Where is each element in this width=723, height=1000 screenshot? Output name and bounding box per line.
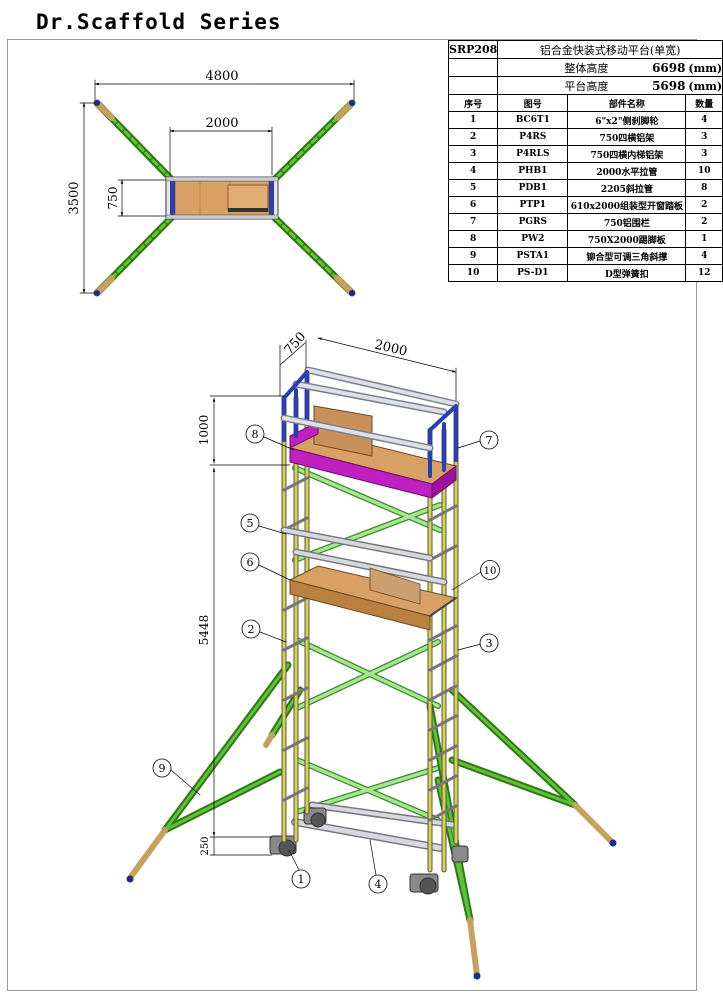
- part-code: PDB1: [497, 179, 569, 197]
- part-no: 10: [447, 264, 499, 282]
- part-code: PSTA1: [497, 247, 569, 265]
- part-name: 750四横铝架: [567, 128, 687, 146]
- part-no: 8: [447, 230, 499, 248]
- part-code: PS-D1: [497, 264, 569, 282]
- part-name: D型弹簧扣: [567, 264, 687, 282]
- model-code: SRP208: [447, 40, 499, 59]
- part-name: 2205斜拉管: [567, 179, 687, 197]
- col-header-no: 序号: [447, 94, 499, 112]
- col-header-code: 图号: [497, 94, 569, 112]
- part-no: 3: [447, 145, 499, 163]
- part-code: PHB1: [497, 162, 569, 180]
- product-name: 铝合金快装式移动平台(单宽): [497, 40, 723, 59]
- part-no: 6: [447, 196, 499, 214]
- part-no: 5: [447, 179, 499, 197]
- platform-height-label: 平台高度: [564, 79, 609, 93]
- part-name: 2000水平拉管: [567, 162, 687, 180]
- part-qty: 8: [685, 179, 723, 197]
- part-name: 6"x2"侧刹脚轮: [567, 111, 687, 129]
- part-name: 750四横内梯铝架: [567, 145, 687, 163]
- col-header-name: 部件名称: [567, 94, 687, 112]
- part-no: 4: [447, 162, 499, 180]
- part-qty: 2: [685, 196, 723, 214]
- part-code: PTP1: [497, 196, 569, 214]
- part-code: BC6T1: [497, 111, 569, 129]
- part-no: 1: [447, 111, 499, 129]
- part-code: PW2: [497, 230, 569, 248]
- part-qty: 3: [685, 145, 723, 163]
- part-no: 2: [447, 128, 499, 146]
- part-name: 铆合型可调三角斜撑: [567, 247, 687, 265]
- part-no: 9: [447, 247, 499, 265]
- part-qty: 12: [685, 264, 723, 282]
- overall-height-unit: (mm): [688, 61, 723, 75]
- part-code: P4RS: [497, 128, 569, 146]
- platform-height-value: 5698: [652, 78, 686, 93]
- overall-height-row: 整体高度 6698 (mm): [497, 58, 723, 77]
- part-name: 610x2000组装型开窗踏板: [567, 196, 687, 214]
- platform-height-row: 平台高度 5698 (mm): [497, 76, 723, 95]
- part-no: 7: [447, 213, 499, 231]
- part-qty: 3: [685, 128, 723, 146]
- col-header-qty: 数量: [685, 94, 723, 112]
- platform-height-unit: (mm): [688, 79, 723, 93]
- spec-table: SRP208 铝合金快装式移动平台(单宽) 整体高度 6698 (mm) 平台高…: [447, 40, 723, 282]
- part-qty: 10: [685, 162, 723, 180]
- part-code: PGRS: [497, 213, 569, 231]
- overall-height-value: 6698: [652, 60, 686, 75]
- part-qty: 2: [685, 213, 723, 231]
- part-code: P4RLS: [497, 145, 569, 163]
- part-qty: 4: [685, 111, 723, 129]
- part-qty: 4: [685, 247, 723, 265]
- part-qty: 1: [685, 230, 723, 248]
- brand-title: Dr.Scaffold Series: [36, 10, 282, 34]
- part-name: 750X2000踢脚板: [567, 230, 687, 248]
- part-name: 750铝围栏: [567, 213, 687, 231]
- overall-height-label: 整体高度: [564, 61, 609, 75]
- drawing-frame: [7, 39, 697, 991]
